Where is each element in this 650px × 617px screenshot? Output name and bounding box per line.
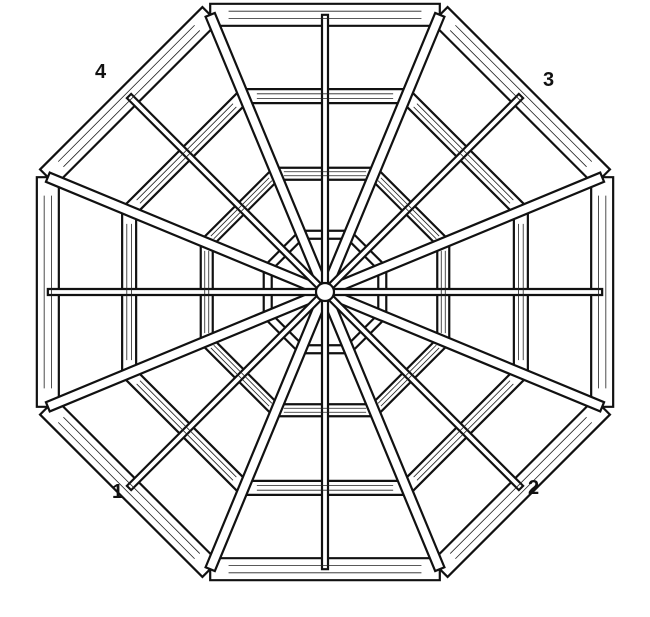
wood-grain-line (136, 103, 234, 201)
wood-grain-group (43, 10, 607, 574)
wood-grain-line (213, 180, 273, 240)
wood-grain-line (57, 24, 195, 162)
wood-grain-line (413, 380, 511, 478)
jack-rafter (320, 290, 330, 571)
wood-grain-line (380, 177, 440, 237)
wood-grain-line (455, 422, 593, 560)
wood-grain-line (413, 106, 511, 204)
wood-grain-line (380, 347, 440, 407)
jack-rafter (46, 287, 327, 297)
jack-rafter (323, 287, 604, 297)
wood-grain-line (377, 344, 437, 404)
section-label-2: 2 (528, 477, 540, 499)
wood-grain-line (210, 347, 270, 407)
wood-grain-line (63, 30, 201, 168)
wood-grain-line (63, 416, 201, 554)
section-label-4: 4 (95, 61, 107, 83)
wood-grain-line (416, 383, 514, 481)
wood-grain-line (139, 380, 237, 478)
central-hub (314, 281, 336, 303)
section-label-1: 1 (112, 481, 124, 503)
beams-group (35, 2, 615, 582)
wood-grain-line (416, 103, 514, 201)
jack-rafter (320, 13, 330, 294)
wood-grain-line (139, 106, 237, 204)
wood-grain-line (449, 30, 587, 168)
wood-grain-line (210, 177, 270, 237)
wood-grain-line (136, 383, 234, 481)
wood-grain-line (455, 24, 593, 162)
wood-grain-line (449, 416, 587, 554)
wood-grain-line (213, 344, 273, 404)
wood-grain-line (57, 422, 195, 560)
section-label-3: 3 (543, 69, 555, 91)
wood-grain-line (377, 180, 437, 240)
